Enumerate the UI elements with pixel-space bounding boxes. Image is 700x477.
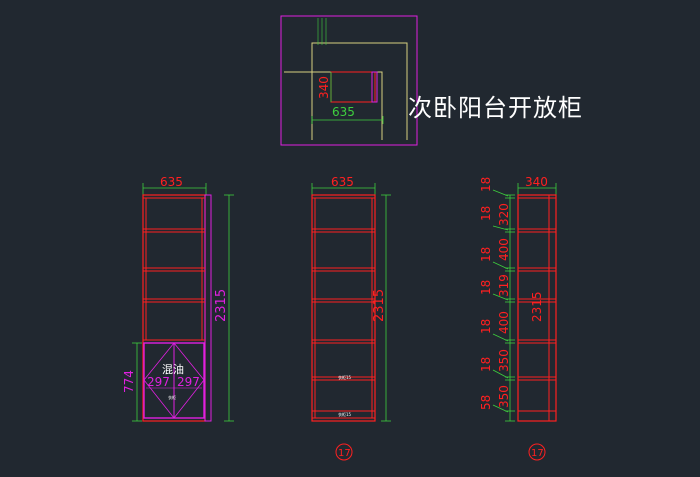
side-height-label: 2315: [530, 291, 544, 322]
front-view-middle: 635 衣柜15 衣柜15 2315 17: [311, 175, 391, 461]
side-spacing-1: 320: [497, 203, 511, 226]
left-door-height-label: 774: [122, 370, 136, 393]
side-spacing-2: 400: [497, 238, 511, 261]
side-thickness-3: 18: [479, 247, 493, 262]
plan-wall-outline: [311, 42, 408, 140]
mid-cabinet-body: [311, 194, 376, 422]
plan-cabinet: [330, 71, 376, 103]
side-view: 340: [479, 175, 557, 461]
plan-frame: [280, 15, 418, 146]
left-height-label: 2315: [214, 289, 229, 322]
door-width-right: 297: [177, 375, 200, 389]
side-cabinet-body: [517, 194, 557, 422]
mid-drawer-label-2: 衣柜15: [338, 411, 352, 417]
front-view-left: 635 混油 297 297 衣柜 774: [122, 175, 234, 422]
side-spacing-3: 319: [497, 274, 511, 297]
mid-section-marker[interactable]: [335, 443, 353, 461]
side-spacing-6: 350: [497, 385, 511, 408]
side-thickness-6: 18: [479, 357, 493, 372]
side-thickness-4: 18: [479, 280, 493, 295]
side-spacing-5: 350: [497, 349, 511, 372]
side-section-marker[interactable]: [528, 443, 546, 461]
side-spacing-4: 400: [497, 311, 511, 334]
mid-section-marker-label: 17: [338, 448, 351, 459]
side-depth-label: 340: [525, 175, 548, 189]
left-width-label: 635: [160, 175, 183, 189]
door-small-label: 衣柜: [168, 394, 176, 400]
mid-height-label: 2315: [372, 289, 387, 322]
door-width-left: 297: [147, 375, 170, 389]
side-thickness-5: 18: [479, 319, 493, 334]
door-finish-note: 混油: [162, 362, 184, 376]
plan-width-label: 635: [332, 105, 355, 119]
side-thickness-2: 18: [479, 206, 493, 221]
drawing-title: 次卧阳台开放柜: [408, 94, 583, 122]
mid-drawer-label-1: 衣柜15: [338, 374, 352, 380]
side-thickness-7: 58: [479, 395, 493, 410]
plan-depth-label: 340: [317, 76, 331, 99]
mid-width-label: 635: [331, 175, 354, 189]
plan-wall-inner: [284, 71, 383, 140]
side-section-marker-label: 17: [531, 448, 544, 459]
side-thickness-1: 18: [479, 177, 493, 192]
plan-view: 340 635: [280, 15, 418, 146]
